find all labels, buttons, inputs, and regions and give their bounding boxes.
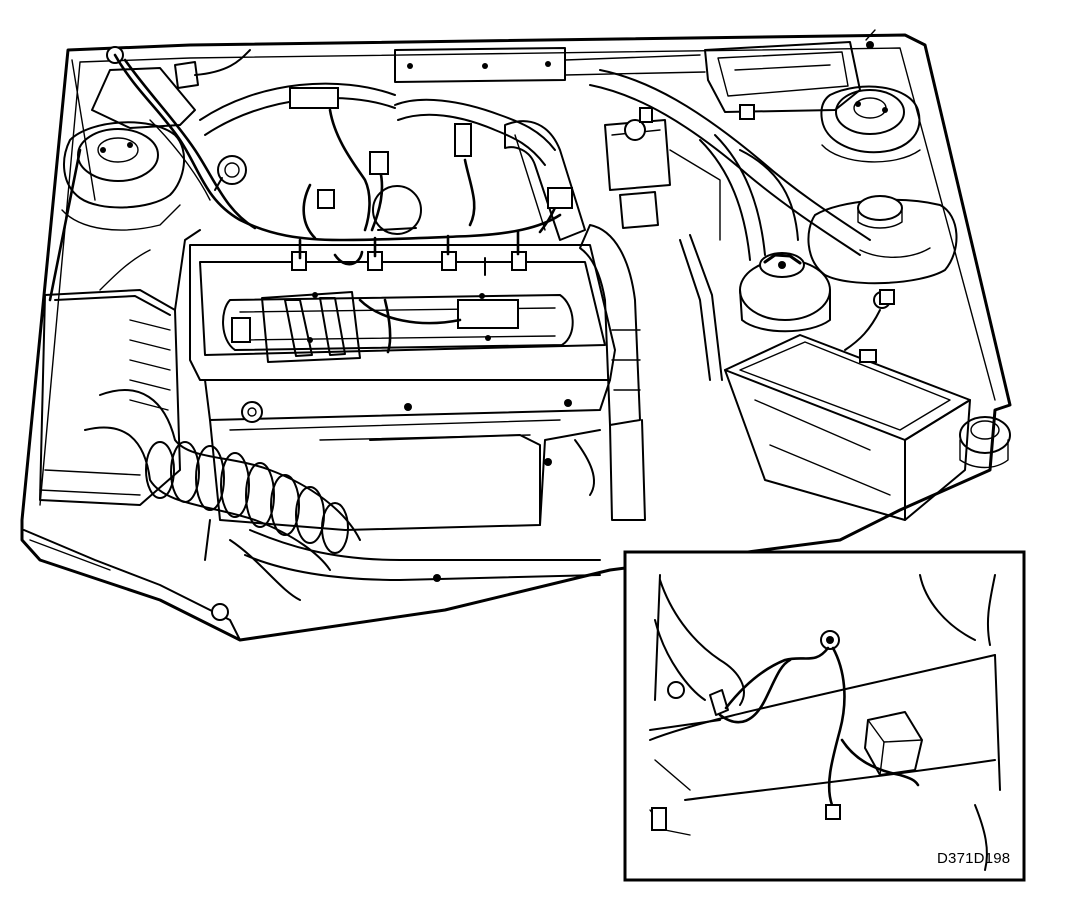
top-left-sensor-cluster bbox=[91, 46, 251, 201]
firewall-panel bbox=[394, 47, 706, 83]
corrugated-intake-hose bbox=[84, 389, 601, 621]
engine-bay-outline bbox=[20, 33, 1012, 642]
figure-reference-code: D371D198 bbox=[937, 850, 1011, 867]
brake-booster-lines bbox=[679, 134, 799, 381]
right-filler-cap bbox=[959, 416, 1011, 469]
engine-cam-cover bbox=[189, 244, 616, 421]
battery bbox=[724, 289, 971, 521]
air-intake-duct bbox=[504, 120, 646, 521]
left-strut-tower bbox=[61, 59, 186, 231]
coolant-reservoir bbox=[807, 195, 958, 309]
left-wire-run bbox=[48, 148, 151, 302]
main-wiring-harness bbox=[113, 53, 573, 354]
brake-fluid-reservoir bbox=[604, 107, 721, 241]
fuse-box bbox=[704, 29, 876, 120]
right-strut-tower bbox=[820, 85, 921, 163]
air-filter-box bbox=[39, 229, 201, 506]
power-steering-reservoir bbox=[739, 252, 831, 333]
coolant-hoses bbox=[199, 69, 871, 256]
inset-detail-panel bbox=[623, 550, 1026, 882]
